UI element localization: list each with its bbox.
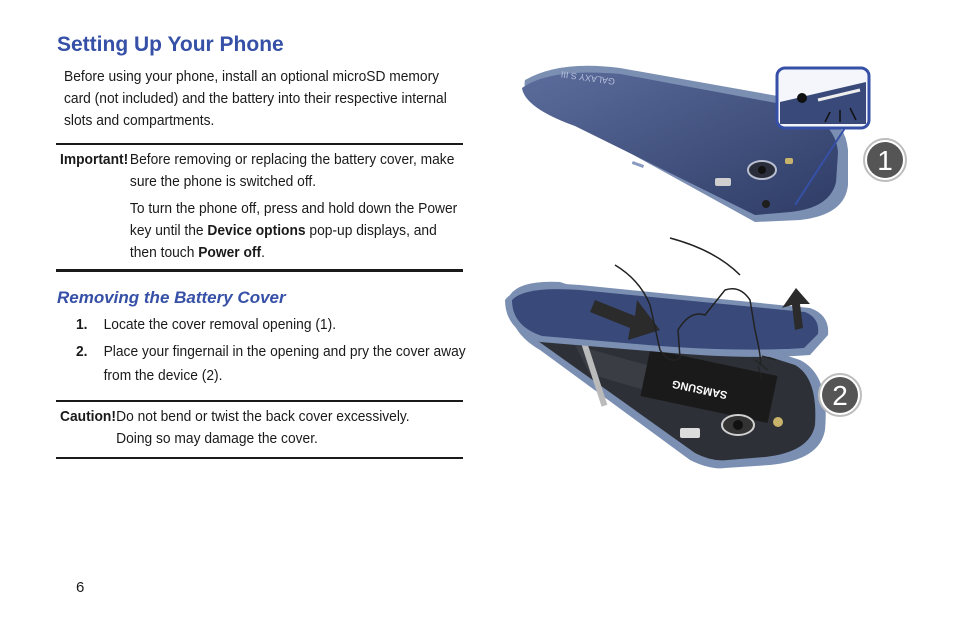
battery-cover-illustration: GALAXY S III 1 SAMSUNG <box>505 65 907 469</box>
divider <box>56 400 463 402</box>
divider <box>56 457 463 459</box>
important-text-1: Before removing or replacing the battery… <box>129 151 455 190</box>
callout-2: 2 <box>832 380 848 411</box>
divider <box>56 269 463 272</box>
important-text-2: To turn the phone off, press and hold do… <box>129 200 458 261</box>
phone-open-image: SAMSUNG <box>505 237 829 469</box>
section-heading: Removing the Battery Cover <box>57 288 286 307</box>
step-number: 1. <box>76 316 88 333</box>
intro-paragraph: Before using your phone, install an opti… <box>64 68 447 129</box>
step-text: Locate the cover removal opening (1). <box>103 316 337 333</box>
callout-1: 1 <box>877 145 893 176</box>
phone-back-image: GALAXY S III <box>522 65 848 222</box>
zoom-callout <box>775 66 871 206</box>
page-number: 6 <box>76 579 85 596</box>
page-title: Setting Up Your Phone <box>57 33 284 56</box>
divider <box>56 143 463 145</box>
step-number: 2. <box>76 343 88 360</box>
step-text: Place your fingernail in the opening and… <box>103 343 466 384</box>
caution-label: Caution! <box>60 408 116 425</box>
important-label: Important! <box>60 151 129 168</box>
caution-text: Do not bend or twist the back cover exce… <box>116 408 410 447</box>
